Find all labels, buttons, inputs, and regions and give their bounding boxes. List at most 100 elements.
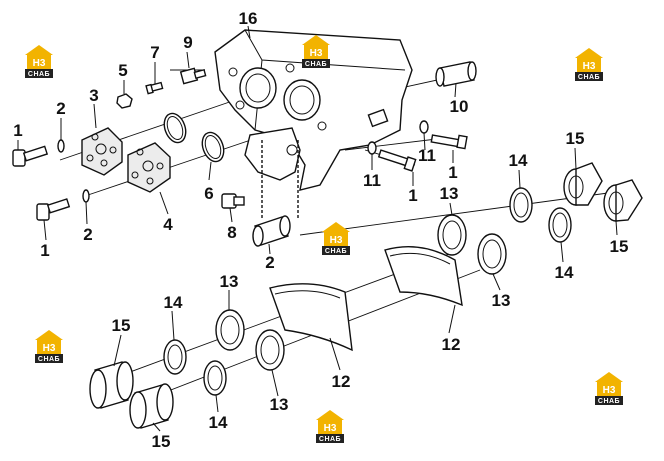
dust-boot-right-upper [437,214,467,256]
o-ring-lower [201,131,225,163]
callout-label: 4 [163,215,173,234]
small-screw [145,81,164,95]
bolt-lower-left [36,198,71,221]
house-roof-icon [595,372,623,382]
bleeder-screw [179,67,207,85]
watermark-box [304,45,328,59]
callout-label: 2 [265,253,274,272]
watermark-bottom-text: CHAБ [28,71,50,78]
piston-right-lower [603,179,643,222]
guide-sleeve [435,61,477,87]
watermark-bottom-text: CHAБ [325,248,347,255]
callout-label: 1 [408,186,417,205]
hex-nut [116,93,133,109]
watermark-box [324,232,348,246]
watermark-top-text: H3 [583,61,596,72]
seal-left-upper [163,339,187,375]
watermark-top-text: H3 [330,235,343,246]
brake-pad-right [384,245,463,307]
watermark-bar [595,396,623,405]
bolt-right-lower [377,149,417,172]
washer-right-upper [419,120,429,134]
callout-label: 14 [555,263,574,282]
callout-label: 2 [56,99,65,118]
guide-bushing [252,215,291,247]
caliper-housing [214,29,413,191]
callout-label: 13 [440,184,459,203]
house-roof-icon [25,45,53,55]
callout-label: 11 [418,146,436,165]
callout-label: 15 [610,237,629,256]
callout-label: 1 [13,121,22,140]
watermark-bottom-text: CHAБ [598,398,620,405]
callout-label: 1 [448,163,457,182]
callout-label: 6 [204,184,213,203]
watermark-top-text: H3 [324,423,337,434]
watermark-bar [35,354,63,363]
watermark-top-text: H3 [43,343,56,354]
bleed-plug [221,193,245,209]
seal-right-upper [509,187,533,223]
callout-label: 13 [220,272,239,291]
watermark-bottom-text: CHAБ [578,74,600,81]
callout-label: 2 [83,225,92,244]
callout-label: 9 [183,33,192,52]
washer-lower-left [82,189,90,203]
watermark-bar [25,69,53,78]
bolt-right-upper [430,134,468,150]
watermark-top-text: H3 [310,48,323,59]
watermark-bar [302,59,330,68]
callout-label: 11 [363,171,381,190]
callout-label: 10 [450,97,469,116]
callout-label: 13 [492,291,511,310]
callout-label: 7 [150,43,159,62]
piston-right-upper [563,162,603,206]
brake-pad-left [269,283,353,352]
piston-left-lower [129,383,174,429]
watermark-bar [575,72,603,81]
house-roof-icon [316,410,344,420]
callout-label: 5 [118,61,127,80]
watermark-top-text: H3 [33,58,46,69]
bolt-upper-left [12,145,49,167]
watermark-box [577,58,601,72]
watermark-bar [316,434,344,443]
end-plate-upper [81,127,123,176]
callout-label: 12 [442,335,461,354]
callout-label: 14 [209,413,228,432]
callout-label: 15 [112,316,131,335]
dust-boot-right-lower [477,233,507,275]
callout-label: 12 [332,372,351,391]
watermark-box [37,340,61,354]
callout-label: 15 [566,129,585,148]
callout-label: 3 [89,86,98,105]
watermark-bottom-text: CHAБ [305,61,327,68]
seal-right-lower [548,207,572,243]
piston-left-upper [89,361,134,409]
o-ring-upper [163,112,187,144]
callout-label: 15 [152,432,171,451]
seal-left-lower [203,360,227,396]
callout-label: 8 [227,223,236,242]
dust-boot-left-upper [215,309,245,351]
watermark-bottom-text: CHAБ [319,436,341,443]
house-roof-icon [575,48,603,58]
watermark-top-text: H3 [603,385,616,396]
callout-label: 1 [40,241,49,260]
house-roof-icon [322,222,350,232]
callout-label: 14 [509,151,528,170]
watermark-box [318,420,342,434]
washer-upper-left [57,139,65,153]
leader-lines [17,25,618,432]
watermark-box [597,382,621,396]
callout-label: 13 [270,395,289,414]
